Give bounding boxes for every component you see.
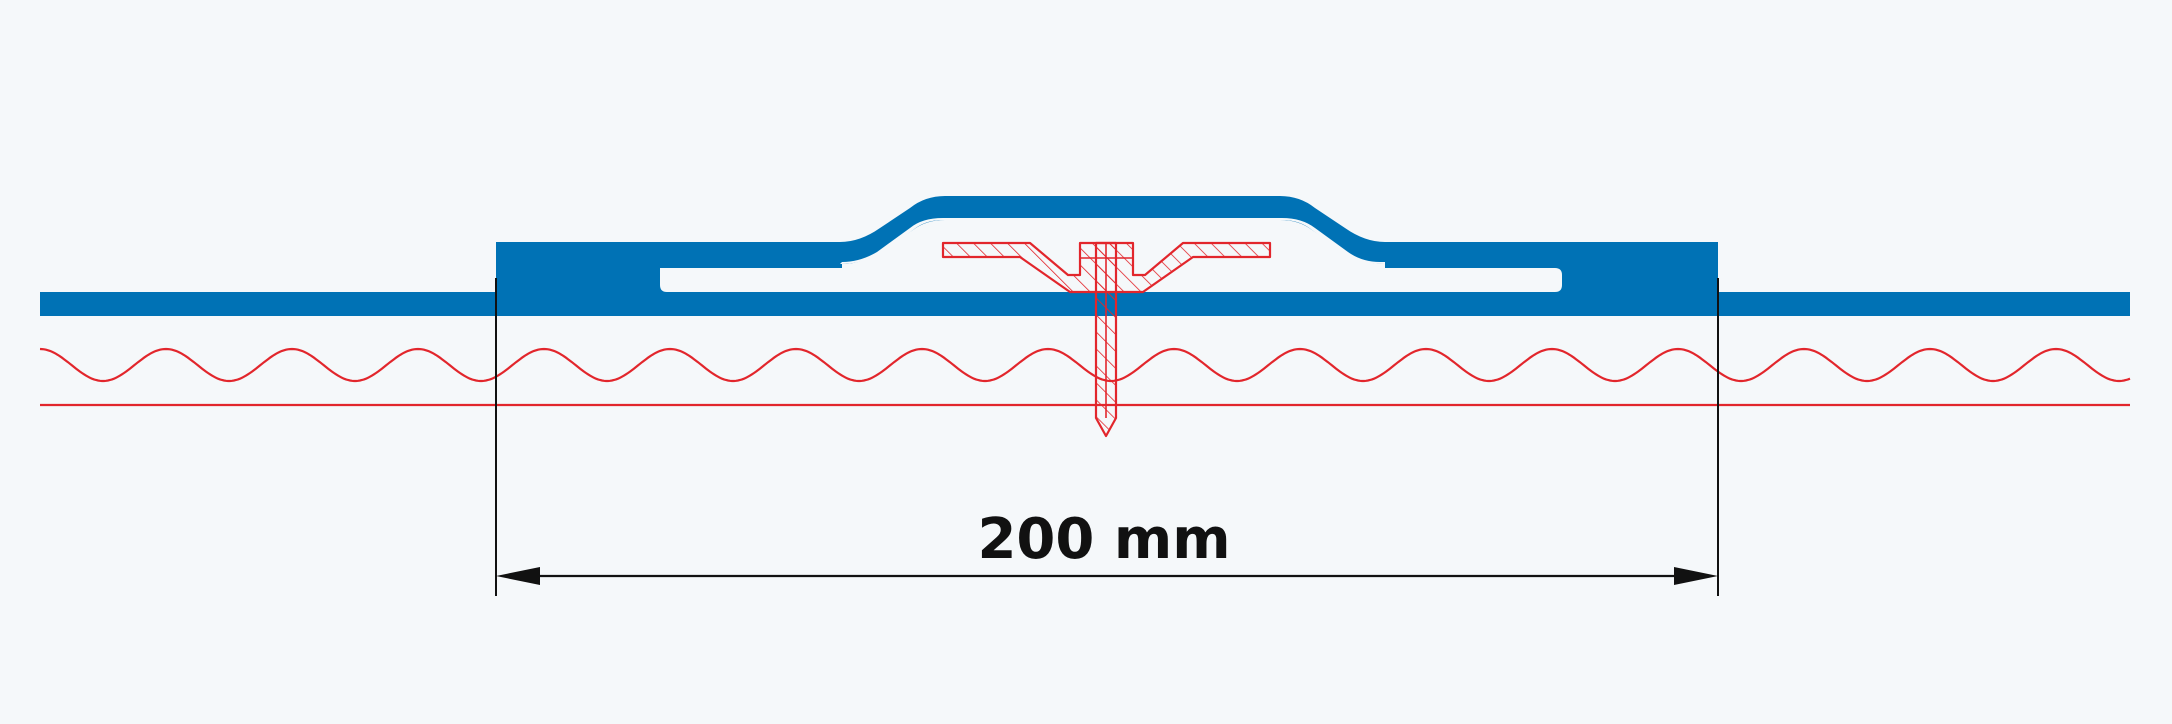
corrugated-sheet-wave bbox=[39, 347, 2131, 383]
right-sheet-strip bbox=[1718, 292, 2130, 316]
dimension-arrow-right bbox=[1674, 567, 1718, 585]
dimension-label: 200 mm bbox=[977, 507, 1230, 572]
left-sheet-strip bbox=[40, 292, 496, 316]
dimension-arrow-left bbox=[496, 567, 540, 585]
